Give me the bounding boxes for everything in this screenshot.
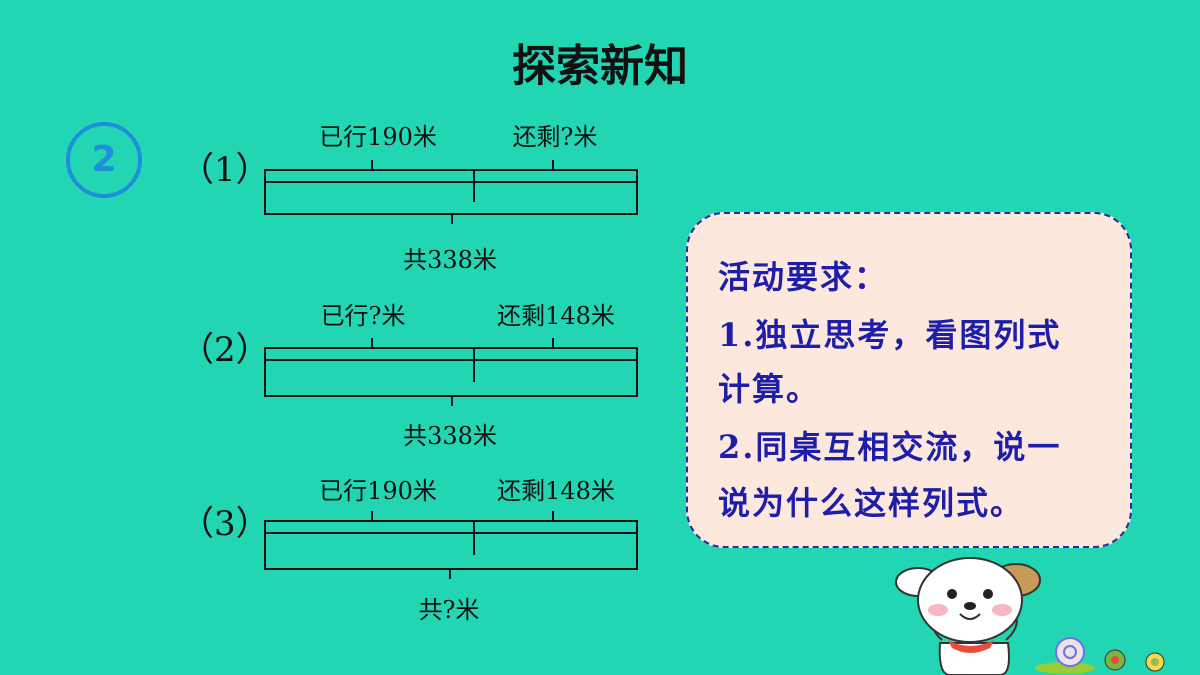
total-label-1: 共338米	[403, 246, 497, 274]
page-title: 探索新知	[512, 41, 688, 92]
done-label-3: 已行190米	[319, 477, 437, 505]
remaining-label-2: 还剩148米	[497, 302, 615, 330]
requirement-line-1: 1.独立思考，看图列式	[718, 316, 1062, 354]
remaining-label-3: 还剩148米	[497, 477, 615, 505]
remaining-label-1: 还剩?米	[512, 123, 598, 151]
part-label-1: （1）	[180, 150, 270, 190]
segment-diagram-1	[264, 160, 638, 224]
requirement-line-4: 说为什么这样列式。	[718, 484, 1025, 522]
total-label-3: 共?米	[418, 596, 480, 624]
requirement-line-2: 计算。	[718, 370, 821, 408]
done-label-2: 已行?米	[320, 302, 406, 330]
example-number-badge: 2	[66, 122, 142, 198]
segment-diagram-3	[264, 511, 638, 579]
done-label-1: 已行190米	[319, 123, 437, 151]
segment-diagram-2	[264, 338, 638, 406]
cartoon-dog-illustration	[895, 557, 1165, 675]
total-label-2: 共338米	[403, 422, 497, 450]
requirements-heading: 活动要求：	[718, 258, 889, 296]
requirement-line-3: 2.同桌互相交流，说一	[718, 428, 1062, 466]
part-label-2: （2）	[180, 330, 270, 370]
activity-requirements-box: 活动要求： 1.独立思考，看图列式 计算。 2.同桌互相交流，说一 说为什么这样…	[686, 212, 1132, 548]
part-label-3: （3）	[180, 504, 270, 544]
